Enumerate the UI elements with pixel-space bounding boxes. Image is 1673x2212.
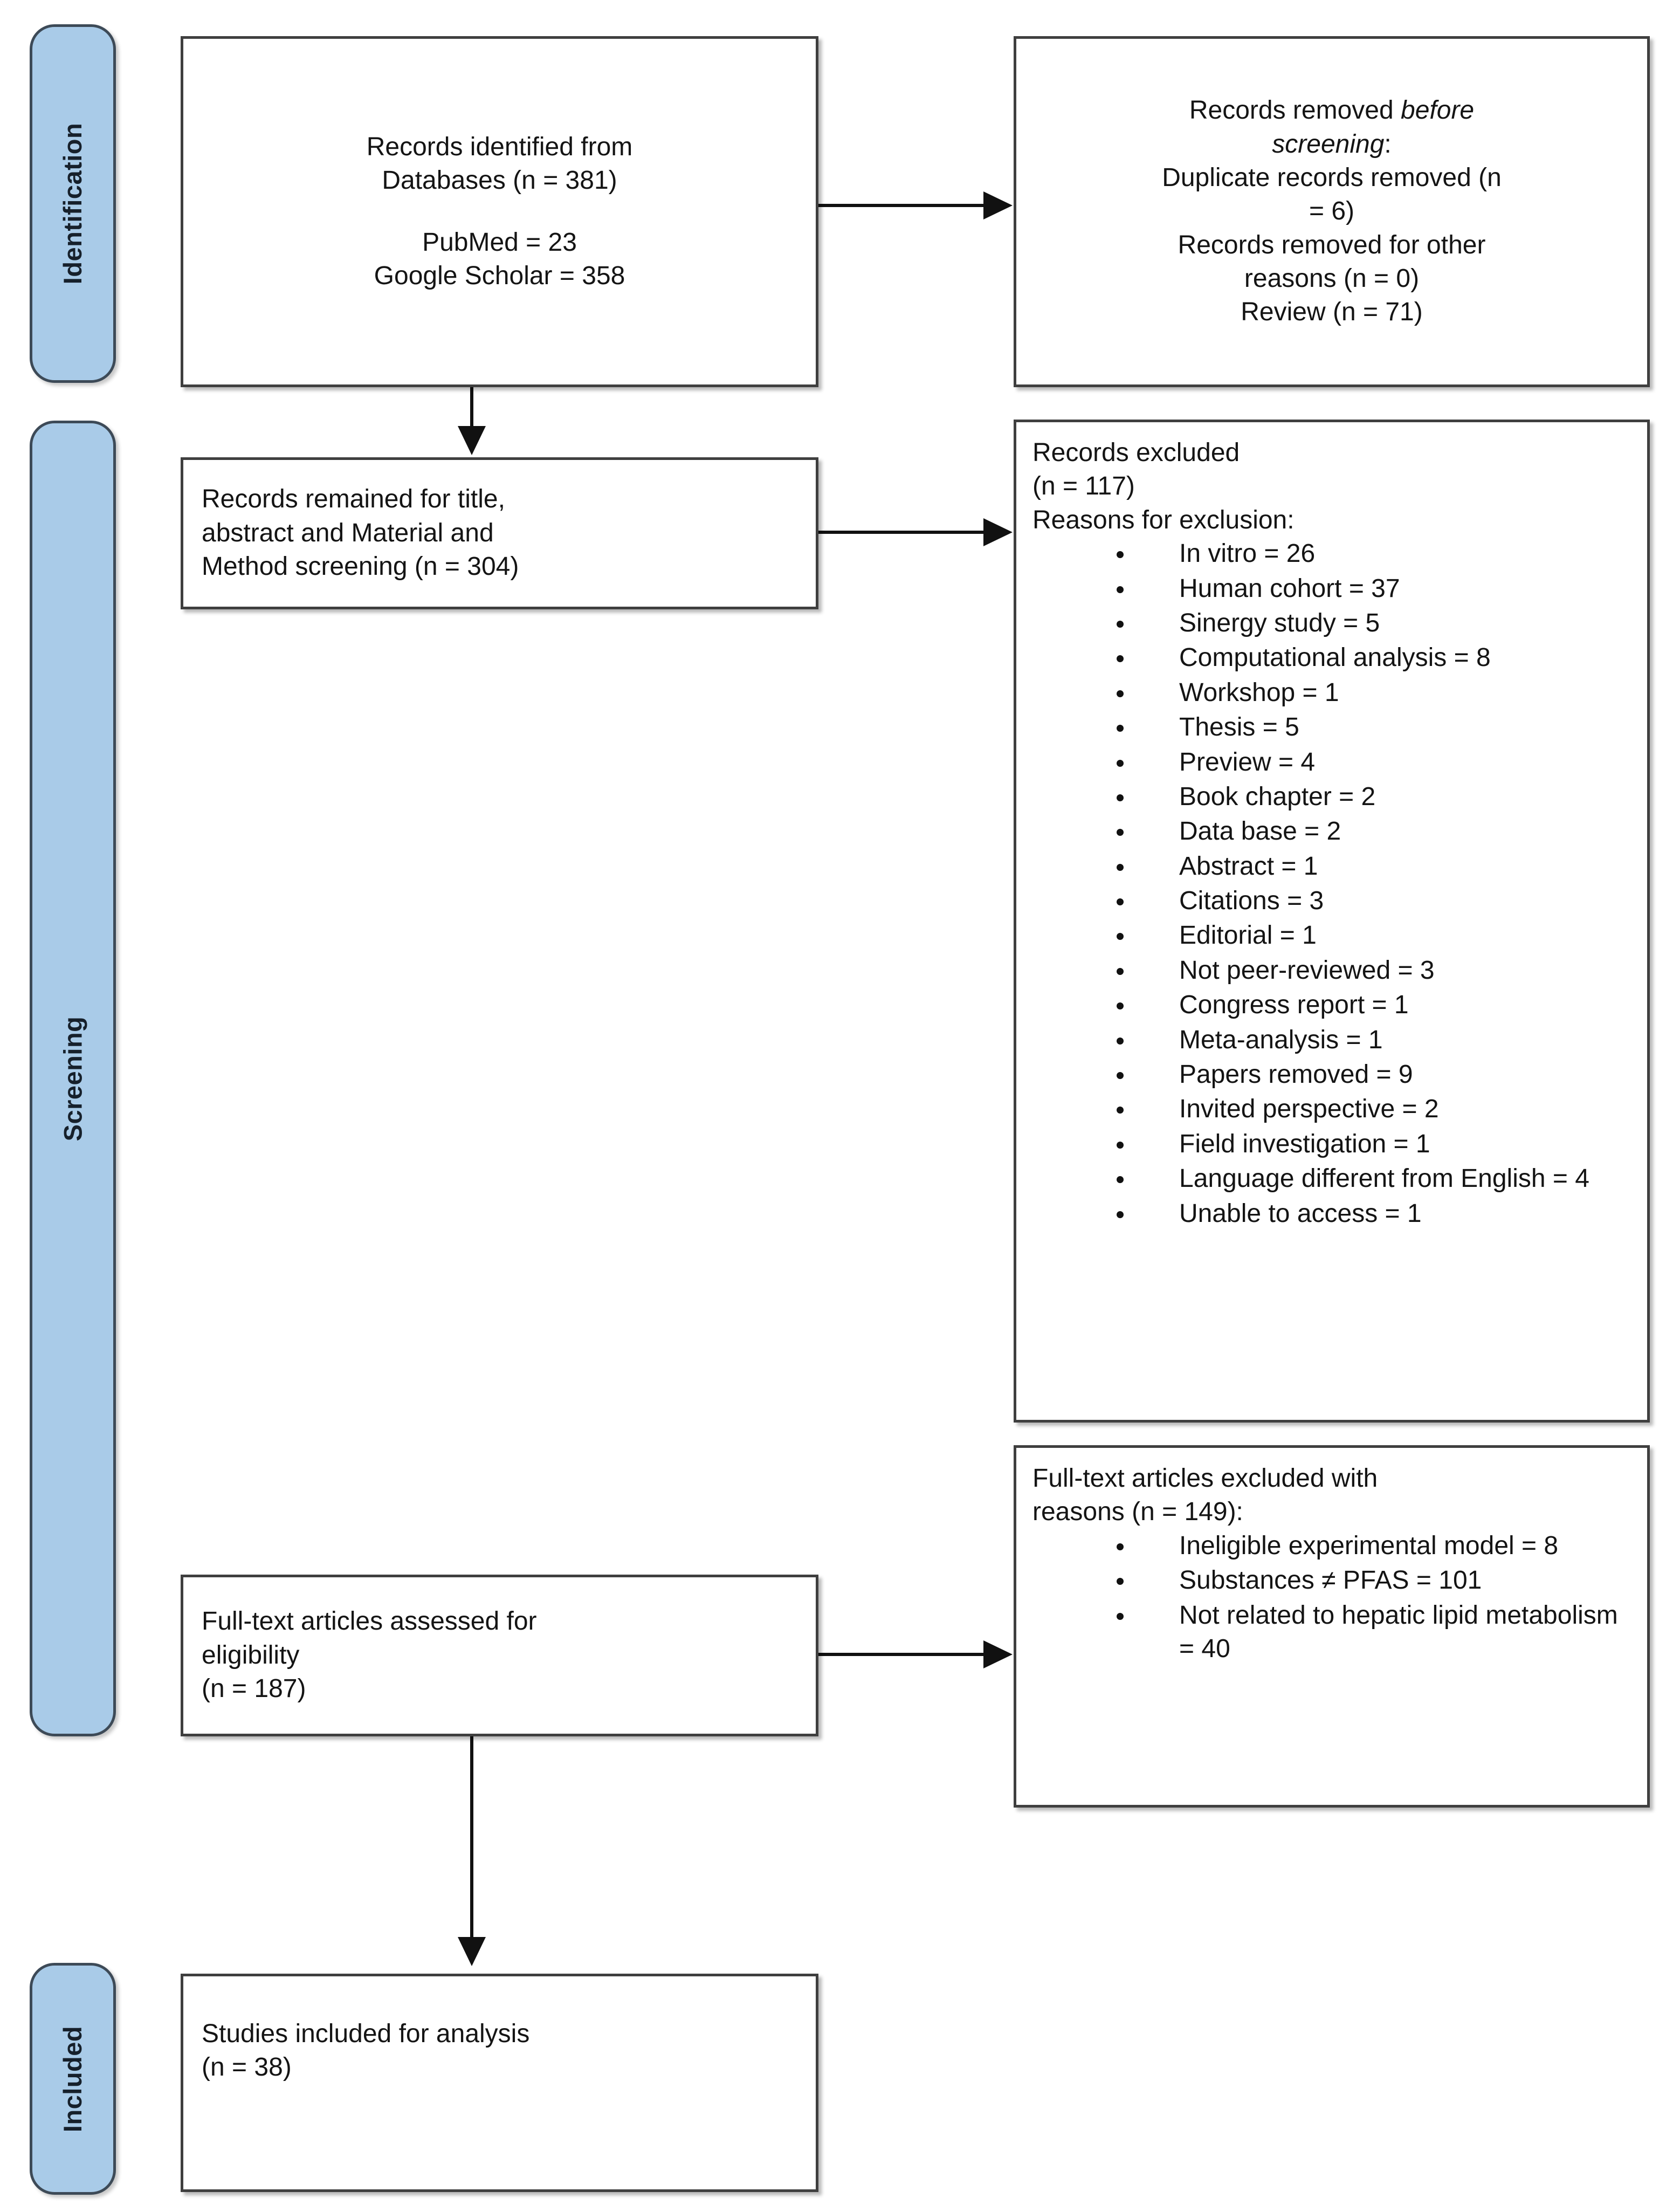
records-excluded-line-3: Reasons for exclusion:	[1032, 505, 1295, 534]
records-excluded-line-2: (n = 117)	[1032, 472, 1135, 501]
connector-identified-to-remained	[470, 387, 473, 429]
studies-included-line-1: Studies included for analysis	[202, 2019, 530, 2048]
studies-included-line-2: (n = 38)	[202, 2053, 292, 2082]
connector-assessed-to-fulltext-excluded	[818, 1653, 984, 1656]
stage-bar-included: Included	[30, 1963, 116, 2195]
records-identified-line-4: Google Scholar = 358	[374, 261, 625, 290]
box-records-removed: Records removed before screening: Duplic…	[1014, 36, 1650, 387]
records-remained-line-2: abstract and Material and	[202, 518, 494, 547]
records-removed-screening-italic: screening	[1272, 129, 1385, 159]
reason-item: Papers removed = 9	[1113, 1058, 1631, 1091]
reason-item: Congress report = 1	[1113, 988, 1631, 1022]
records-removed-line-2: screening:	[1035, 128, 1629, 161]
reason-item: Abstract = 1	[1113, 850, 1631, 883]
records-remained-line-1: Records remained for title,	[202, 485, 505, 514]
reason-item: Not peer-reviewed = 3	[1113, 954, 1631, 987]
records-removed-line-1: Records removed before	[1035, 94, 1629, 127]
reason-item: Substances ≠ PFAS = 101	[1113, 1564, 1631, 1597]
stage-label-screening: Screening	[58, 1016, 87, 1141]
reason-item: Human cohort = 37	[1113, 572, 1631, 606]
reason-item: Field investigation = 1	[1113, 1128, 1631, 1161]
reason-item: Ineligible experimental model = 8	[1113, 1529, 1631, 1563]
box-records-excluded: Records excluded (n = 117) Reasons for e…	[1014, 420, 1650, 1423]
fulltext-assessed-line-2: eligibility	[202, 1640, 300, 1670]
reason-item: Thesis = 5	[1113, 711, 1631, 744]
reason-item: Invited perspective = 2	[1113, 1093, 1631, 1126]
reason-item: Data base = 2	[1113, 815, 1631, 848]
records-removed-line-1-text: Records removed	[1189, 96, 1401, 125]
fulltext-excluded-line-2: reasons (n = 149):	[1032, 1497, 1243, 1527]
arrowhead-assessed-to-fulltext-excluded	[983, 1640, 1013, 1668]
records-removed-line-5: Records removed for other	[1178, 230, 1486, 259]
records-identified-line-2: Databases (n = 381)	[382, 166, 617, 195]
reason-item: Citations = 3	[1113, 884, 1631, 918]
reason-item: Unable to access = 1	[1113, 1197, 1631, 1231]
arrowhead-remained-to-excluded	[983, 518, 1013, 546]
reason-item: Book chapter = 2	[1113, 780, 1631, 814]
connector-remained-to-excluded	[818, 531, 984, 534]
stage-label-included: Included	[58, 2025, 87, 2132]
records-removed-line-4: = 6)	[1309, 197, 1355, 226]
arrowhead-identified-to-removed	[983, 191, 1013, 219]
fulltext-excluded-line-1: Full-text articles excluded with	[1032, 1464, 1378, 1493]
records-identified-line-3: PubMed = 23	[422, 228, 577, 257]
stage-bar-identification: Identification	[30, 24, 116, 383]
reason-item: Sinergy study = 5	[1113, 607, 1631, 640]
reason-item: In vitro = 26	[1113, 537, 1631, 571]
stage-bar-screening: Screening	[30, 421, 116, 1736]
reason-item: Computational analysis = 8	[1113, 641, 1631, 675]
records-removed-colon: :	[1384, 129, 1392, 159]
fulltext-assessed-line-3: (n = 187)	[202, 1674, 306, 1703]
records-remained-line-3: Method screening (n = 304)	[202, 552, 519, 581]
records-excluded-line-1: Records excluded	[1032, 438, 1240, 467]
records-identified-spacer	[202, 198, 797, 226]
arrowhead-identified-to-remained	[458, 426, 486, 455]
box-studies-included: Studies included for analysis (n = 38)	[181, 1974, 818, 2192]
records-removed-before-italic: before	[1401, 96, 1475, 125]
stage-label-identification: Identification	[58, 122, 87, 285]
connector-identified-to-removed	[818, 204, 984, 207]
records-removed-line-6: reasons (n = 0)	[1244, 264, 1420, 293]
reason-item: Workshop = 1	[1113, 676, 1631, 710]
box-records-remained: Records remained for title, abstract and…	[181, 457, 818, 609]
records-removed-line-7: Review (n = 71)	[1241, 298, 1423, 327]
records-identified-line-1: Records identified from	[366, 132, 633, 161]
box-fulltext-excluded: Full-text articles excluded with reasons…	[1014, 1445, 1650, 1808]
box-records-identified: Records identified from Databases (n = 3…	[181, 36, 818, 387]
arrowhead-assessed-to-included	[458, 1937, 486, 1966]
reason-item: Language different from English = 4	[1113, 1162, 1631, 1196]
reason-item: Editorial = 1	[1113, 919, 1631, 952]
connector-assessed-to-included	[470, 1736, 473, 1941]
reason-item: Preview = 4	[1113, 746, 1631, 779]
records-removed-line-3: Duplicate records removed (n	[1162, 163, 1502, 192]
reason-item: Meta-analysis = 1	[1113, 1023, 1631, 1057]
reason-item: Not related to hepatic lipid metabolism …	[1113, 1599, 1631, 1666]
box-fulltext-assessed: Full-text articles assessed for eligibil…	[181, 1575, 818, 1736]
fulltext-assessed-line-1: Full-text articles assessed for	[202, 1607, 537, 1636]
